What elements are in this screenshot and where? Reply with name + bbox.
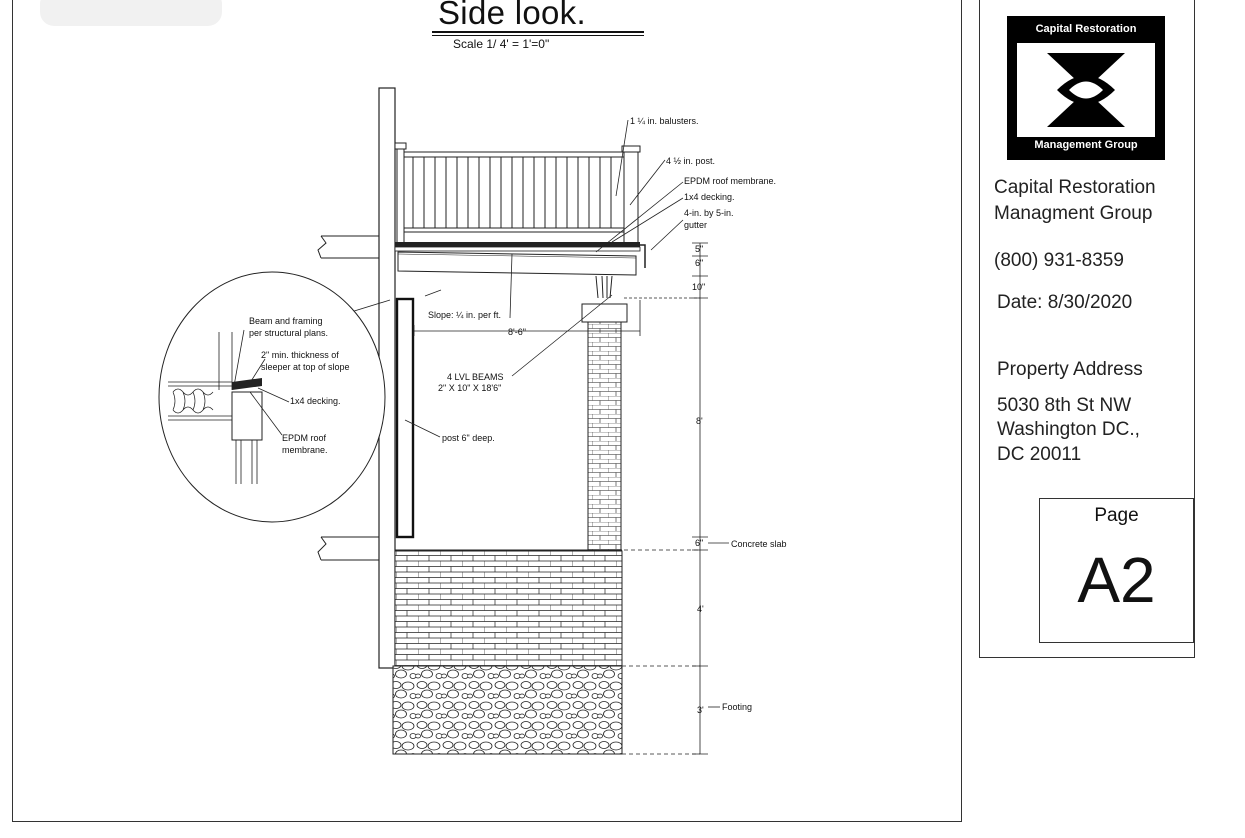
dimension-lines xyxy=(413,242,708,755)
detail-epdm-line2: membrane. xyxy=(282,445,328,455)
dim-height: 8' xyxy=(696,416,703,426)
dim-3ft: 3' xyxy=(697,705,704,715)
detail-bubble xyxy=(158,271,386,523)
detail-sleeper-line2: sleeper at top of slope xyxy=(261,362,350,372)
drawing-sheet-border xyxy=(12,0,962,822)
company-name-line2: Managment Group xyxy=(994,203,1153,224)
post xyxy=(395,297,415,539)
company-logo: Capital Restoration Management Group xyxy=(1007,16,1165,160)
company-phone: (800) 931-8359 xyxy=(994,250,1124,271)
logo-mark-icon xyxy=(1047,53,1125,127)
title-underline-thin xyxy=(432,35,644,36)
blurred-ui-remnant xyxy=(40,0,222,26)
detail-decking: 1x4 decking. xyxy=(290,396,341,406)
callout-epdm: EPDM roof membrane. xyxy=(684,176,776,186)
callout-slope: Slope: ¼ in. per ft. xyxy=(428,310,501,320)
dim-6in-top: 6" xyxy=(695,258,703,268)
callout-balusters: 1 ¼ in. balusters. xyxy=(630,116,699,126)
drawing-scale: Scale 1/ 4' = 1'=0" xyxy=(453,37,550,51)
callout-gutter-line2: gutter xyxy=(684,220,707,230)
railing xyxy=(394,142,641,244)
drawing-date: Date: 8/30/2020 xyxy=(997,292,1133,313)
address-line2: Washington DC., xyxy=(997,419,1140,440)
dim-span: 8'-6" xyxy=(508,327,526,337)
side-section-drawing: 1 ¼ in. balusters. 4 ½ in. post. EPDM ro… xyxy=(158,87,787,755)
foundation xyxy=(392,549,623,755)
logo-text-top: Capital Restoration xyxy=(1035,23,1137,35)
deck-and-beam xyxy=(394,242,646,299)
page-number-box: Page A2 xyxy=(1039,498,1194,643)
brick-pier xyxy=(581,303,628,551)
callout-beams-line1: 4 LVL BEAMS xyxy=(447,372,504,382)
callout-gutter-line1: 4-in. by 5-in. xyxy=(684,208,734,218)
logo-text-bottom: Management Group xyxy=(1034,139,1138,151)
leader-lines xyxy=(324,119,729,708)
title-underline xyxy=(432,31,644,33)
dim-10in: 10" xyxy=(692,282,705,292)
page-label: Page xyxy=(1094,505,1139,526)
address-line1: 5030 8th St NW xyxy=(997,395,1132,416)
detail-beam-line2: per structural plans. xyxy=(249,328,328,338)
dim-5in: 5" xyxy=(695,244,703,254)
detail-beam-line1: Beam and framing xyxy=(249,316,323,326)
company-name-line1: Capital Restoration xyxy=(994,177,1156,198)
drawing-title: Side look. xyxy=(438,0,586,31)
callout-post: 4 ½ in. post. xyxy=(666,156,715,166)
title-block xyxy=(979,0,1195,658)
address-line3: DC 20011 xyxy=(997,444,1082,465)
callout-concrete-slab: Concrete slab xyxy=(731,539,787,549)
callout-beams-line2: 2" X 10" X 18'6" xyxy=(438,383,501,393)
page-number: A2 xyxy=(1077,544,1156,616)
dim-6in-bottom: 6" xyxy=(695,538,703,548)
logo-emblem xyxy=(1017,43,1155,137)
address-heading: Property Address xyxy=(997,359,1143,380)
detail-epdm-line1: EPDM roof xyxy=(282,433,327,443)
callout-post-depth: post 6" deep. xyxy=(442,433,495,443)
callout-decking: 1x4 decking. xyxy=(684,192,735,202)
dim-4ft: 4' xyxy=(697,604,704,614)
callout-footing: Footing xyxy=(722,702,752,712)
detail-sleeper-line1: 2" min. thickness of xyxy=(261,350,339,360)
